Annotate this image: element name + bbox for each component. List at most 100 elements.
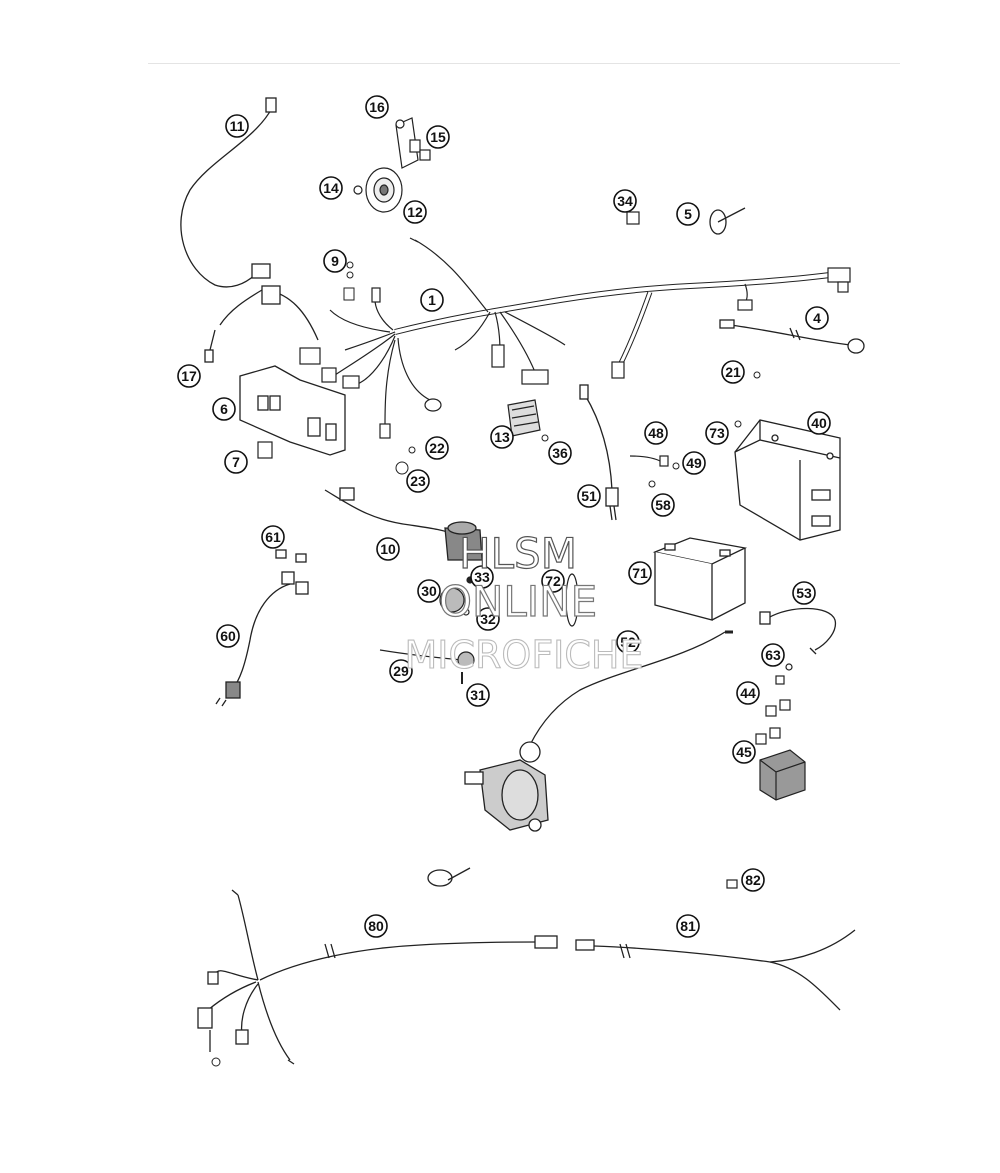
lower-harness-81 <box>575 929 856 1011</box>
callout-label: 81 <box>680 918 696 934</box>
callout-circle <box>225 114 249 138</box>
callout-label: 44 <box>740 685 756 701</box>
callout-circle <box>741 868 765 892</box>
callout-label: 58 <box>655 497 671 513</box>
callout-circle <box>466 683 490 707</box>
callout-circle <box>425 436 449 460</box>
callout-label: 34 <box>617 193 633 209</box>
callout-label: 36 <box>552 445 568 461</box>
callout-circle <box>212 397 236 421</box>
callout-circle <box>224 450 248 474</box>
callout-circle <box>541 569 565 593</box>
part-72-strap <box>565 573 579 627</box>
watermark: HLSM ONLINE MICROFICHE <box>404 528 644 677</box>
callout-label: 11 <box>230 118 245 134</box>
callout-circle <box>365 95 389 119</box>
callout-label: 49 <box>686 455 702 471</box>
callout-label: 29 <box>393 663 409 679</box>
callout-label: 80 <box>368 918 384 934</box>
callout-circle <box>736 681 760 705</box>
callout-label: 71 <box>632 565 648 581</box>
watermark-line-2: ONLINE <box>439 577 597 626</box>
callout-label: 6 <box>220 401 228 417</box>
callout-circle <box>705 421 729 445</box>
part-48-lead <box>629 455 669 467</box>
callout-circle <box>676 202 700 226</box>
callout-circle <box>319 176 343 200</box>
callout-circle <box>676 914 700 938</box>
callout-label: 52 <box>620 634 636 650</box>
callout-label: 51 <box>581 488 597 504</box>
callout-circle <box>417 579 441 603</box>
callout-label: 16 <box>369 99 385 115</box>
callout-label: 7 <box>232 454 240 470</box>
callout-circle <box>177 364 201 388</box>
callout-circle <box>476 607 500 631</box>
callout-circle <box>216 624 240 648</box>
callout-circle <box>682 451 706 475</box>
part-71-battery <box>652 537 748 621</box>
callout-circle <box>577 484 601 508</box>
callout-circle <box>613 189 637 213</box>
part-53-cable <box>759 607 837 655</box>
callout-label: 40 <box>811 415 827 431</box>
part-60-cable <box>215 549 309 707</box>
callout-label: 73 <box>709 425 725 441</box>
callout-circle <box>426 125 450 149</box>
callout-label: 45 <box>736 744 752 760</box>
callout-circle <box>548 441 572 465</box>
callout-label: 9 <box>331 253 339 269</box>
callout-label: 4 <box>813 310 821 326</box>
callout-circle <box>651 493 675 517</box>
callout-label: 5 <box>684 206 692 222</box>
callout-label: 53 <box>796 585 812 601</box>
callout-label: 32 <box>480 611 496 627</box>
callout-label: 17 <box>181 368 197 384</box>
callout-circle <box>470 565 494 589</box>
horn-assembly <box>353 117 431 213</box>
callout-label: 22 <box>429 440 445 456</box>
callout-circle <box>721 360 745 384</box>
callout-circle <box>420 288 444 312</box>
callout-label: 60 <box>220 628 236 644</box>
part-11-cable <box>180 97 319 363</box>
callout-label: 23 <box>410 473 426 489</box>
callout-circle <box>364 914 388 938</box>
callout-circle <box>792 581 816 605</box>
part-10-coil <box>324 487 483 561</box>
part-4-cable <box>719 319 865 354</box>
callout-circle <box>761 643 785 667</box>
callout-label: 82 <box>745 872 761 888</box>
starter-relay-assembly <box>755 663 806 801</box>
watermark-line-3: MICROFICHE <box>404 633 643 677</box>
callout-circle <box>732 740 756 764</box>
callout-label: 48 <box>648 425 664 441</box>
callout-label: 14 <box>323 180 339 196</box>
callout-label: 12 <box>407 204 423 220</box>
callout-circle <box>805 306 829 330</box>
watermark-line-1: HLSM <box>459 529 577 578</box>
part-51-sensor <box>579 384 619 521</box>
part-13-regulator <box>507 399 541 437</box>
callout-label: 63 <box>765 647 781 663</box>
callout-label: 21 <box>725 364 741 380</box>
callout-circle <box>261 525 285 549</box>
part-82-fuse <box>726 879 738 889</box>
callout-circle <box>616 630 640 654</box>
callout-circle <box>389 659 413 683</box>
callout-label: 10 <box>380 541 396 557</box>
callout-circle <box>403 200 427 224</box>
part-6-plate <box>239 365 346 456</box>
callout-circle <box>376 537 400 561</box>
part-34-clip <box>626 211 640 225</box>
cable-tie-lower <box>427 867 471 887</box>
callout-circle <box>807 411 831 435</box>
callout-label: 30 <box>421 583 437 599</box>
callout-circle <box>628 561 652 585</box>
part-7-relay-clip <box>257 441 273 459</box>
callout-label: 72 <box>545 573 561 589</box>
callout-label: 31 <box>470 687 486 703</box>
